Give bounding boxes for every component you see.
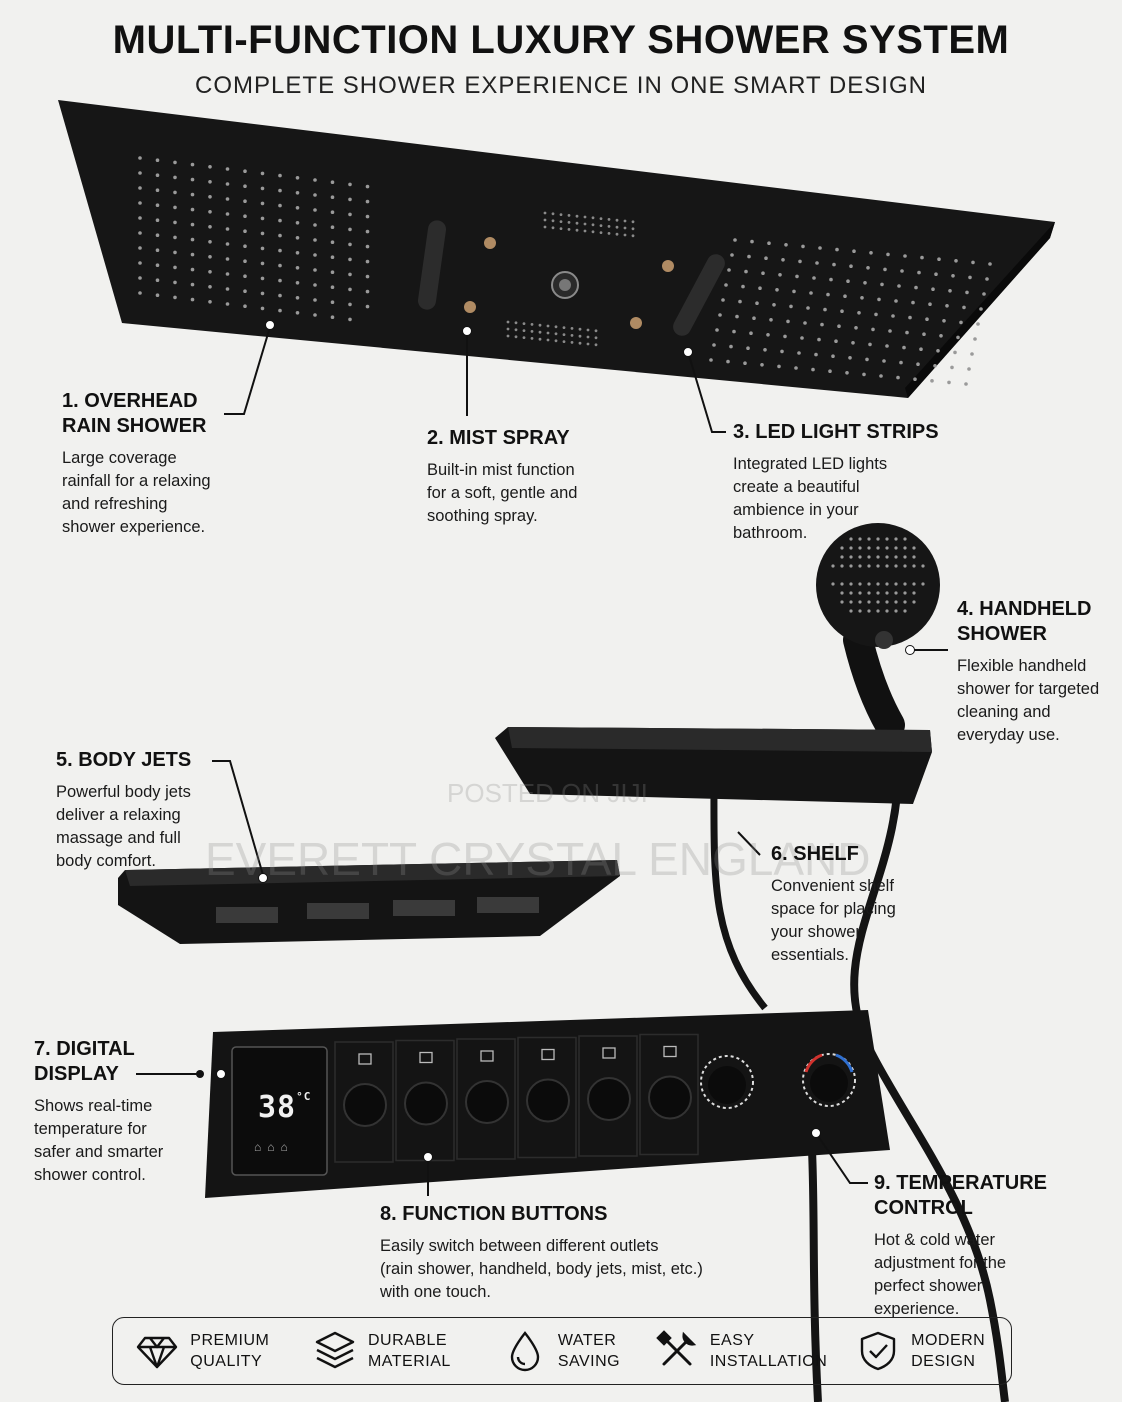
- page-subtitle: COMPLETE SHOWER EXPERIENCE IN ONE SMART …: [195, 72, 927, 99]
- control-panel: [205, 1010, 890, 1198]
- page-title: MULTI-FUNCTION LUXURY SHOWER SYSTEM: [112, 18, 1010, 62]
- layers-icon: [315, 1331, 355, 1369]
- feature-led-light-strips: 3. LED LIGHT STRIPS Integrated LED light…: [733, 421, 939, 542]
- tools-icon: [656, 1330, 697, 1366]
- handheld-shower: [816, 523, 940, 740]
- display-mode-icons: ⌂⌂⌂: [254, 1140, 294, 1154]
- water-drop-icon: [510, 1331, 540, 1372]
- shield-check-icon: [860, 1331, 896, 1371]
- diamond-icon: [137, 1336, 178, 1369]
- feature-function-buttons: 8. FUNCTION BUTTONS Easily switch betwee…: [380, 1203, 703, 1301]
- body-jets-bar: [118, 860, 620, 944]
- shelf: [495, 727, 932, 804]
- temperature-readout: 38°C: [258, 1090, 312, 1125]
- rain-shower-panel: [58, 100, 1055, 398]
